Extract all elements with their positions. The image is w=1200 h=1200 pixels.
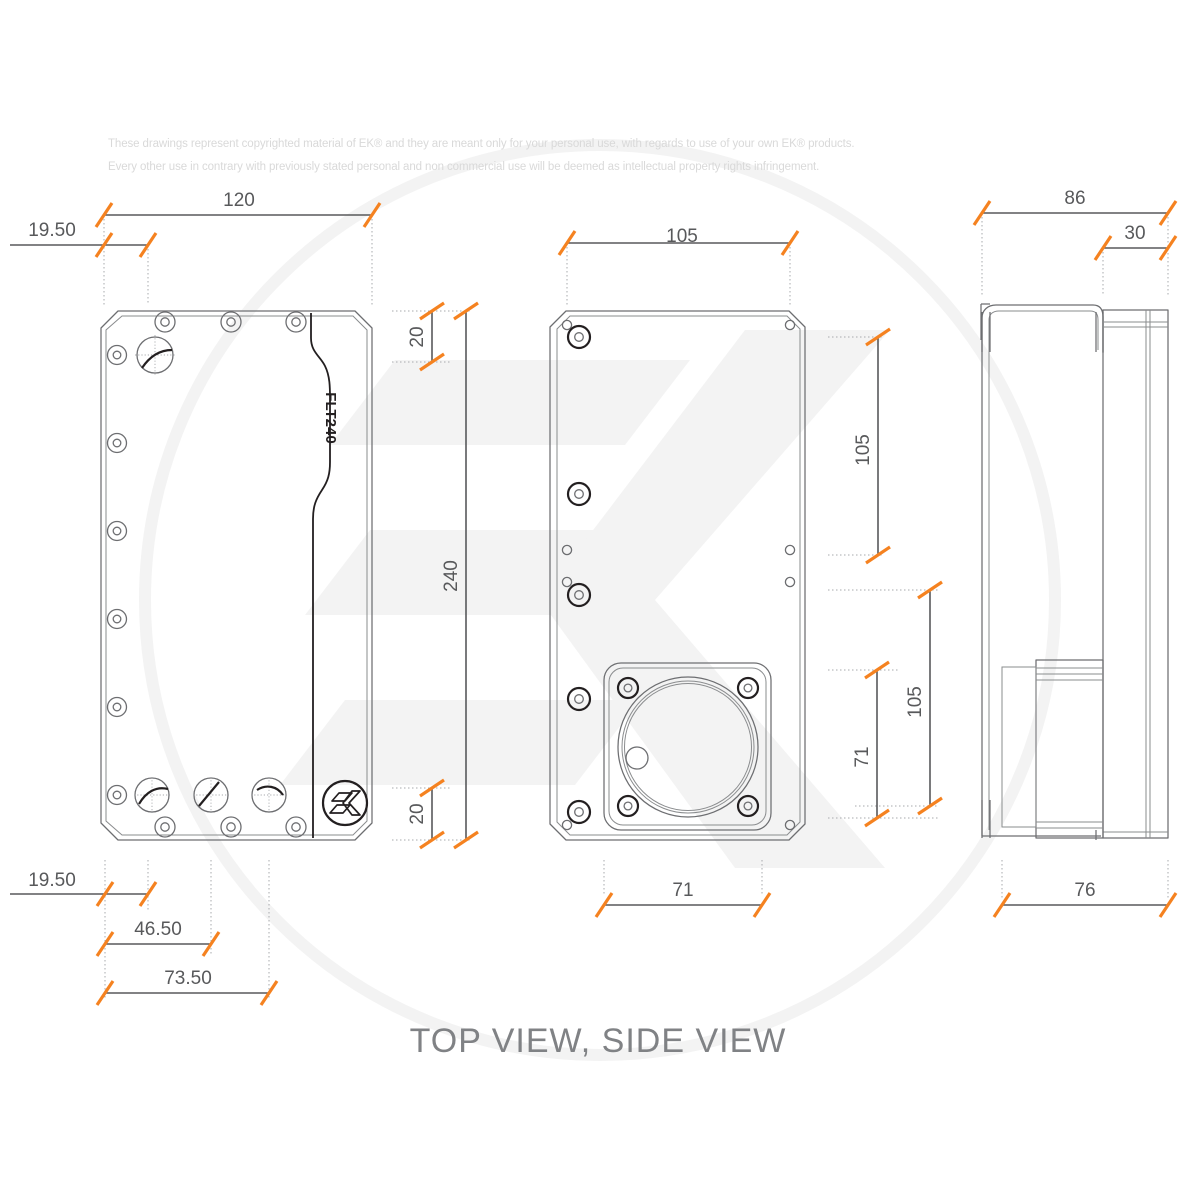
ek-logo-badge: [321, 779, 369, 827]
dim-71-bottom-label: 71: [672, 880, 693, 901]
dimension-group-bottom-middle: 71: [594, 860, 772, 918]
top-view-fill-port: [135, 335, 175, 375]
dimension-group-vertical-middle-right: 105 105 71: [828, 327, 943, 828]
front-view-mount-posts: [566, 324, 592, 825]
dim-86-label: 86: [1064, 188, 1085, 209]
dim-4650-label: 46.50: [134, 919, 182, 940]
dimension-group-top-left: 120 19.50: [10, 190, 382, 305]
dim-105-top-label: 105: [666, 226, 698, 247]
dimension-group-vertical-left: 20 240 20: [392, 301, 479, 850]
top-view-drawing: FLT240: [100, 310, 373, 841]
disclaimer-line-2: Every other use in contrary with previou…: [108, 161, 819, 173]
ek-watermark: [139, 139, 1061, 1061]
front-view-pump-plate: [603, 662, 772, 831]
dim-120-label: 120: [223, 190, 255, 211]
dimension-group-bottom-right: 76: [992, 860, 1178, 918]
front-view-drawing: [549, 310, 806, 841]
top-view-bottom-ports: [134, 777, 287, 813]
dim-105-upper-label: 105: [853, 434, 874, 466]
dim-76-label: 76: [1074, 880, 1095, 901]
top-view-bottom-screw-holes: [154, 816, 307, 838]
front-view-corner-holes: [561, 319, 796, 831]
dim-105-lower-label: 105: [905, 686, 926, 718]
dimension-group-top-right: 86 30: [972, 188, 1178, 296]
dim-1950-bottom-label: 19.50: [28, 870, 76, 891]
copyright-disclaimer: These drawings represent copyrighted mat…: [108, 138, 855, 173]
dimension-group-bottom-left: 19.50 46.50 73.50: [10, 860, 279, 1006]
dim-20-top-label: 20: [407, 326, 428, 347]
top-view-part-label: FLT240: [322, 392, 339, 443]
dim-30-label: 30: [1124, 223, 1145, 244]
dim-240-label: 240: [441, 560, 462, 592]
dim-1950-top-label: 19.50: [28, 220, 76, 241]
drawing-title: TOP VIEW, SIDE VIEW: [410, 1022, 787, 1060]
dim-20-bottom-label: 20: [407, 803, 428, 824]
top-view-left-screw-holes: [106, 344, 128, 806]
disclaimer-line-1: These drawings represent copyrighted mat…: [108, 138, 855, 150]
side-view-drawing: [980, 303, 1169, 840]
top-view-top-screw-holes: [154, 311, 307, 333]
dim-7350-label: 73.50: [164, 968, 212, 989]
dimension-group-top-middle: 105: [557, 226, 800, 305]
dim-71-vertical-label: 71: [852, 746, 873, 767]
